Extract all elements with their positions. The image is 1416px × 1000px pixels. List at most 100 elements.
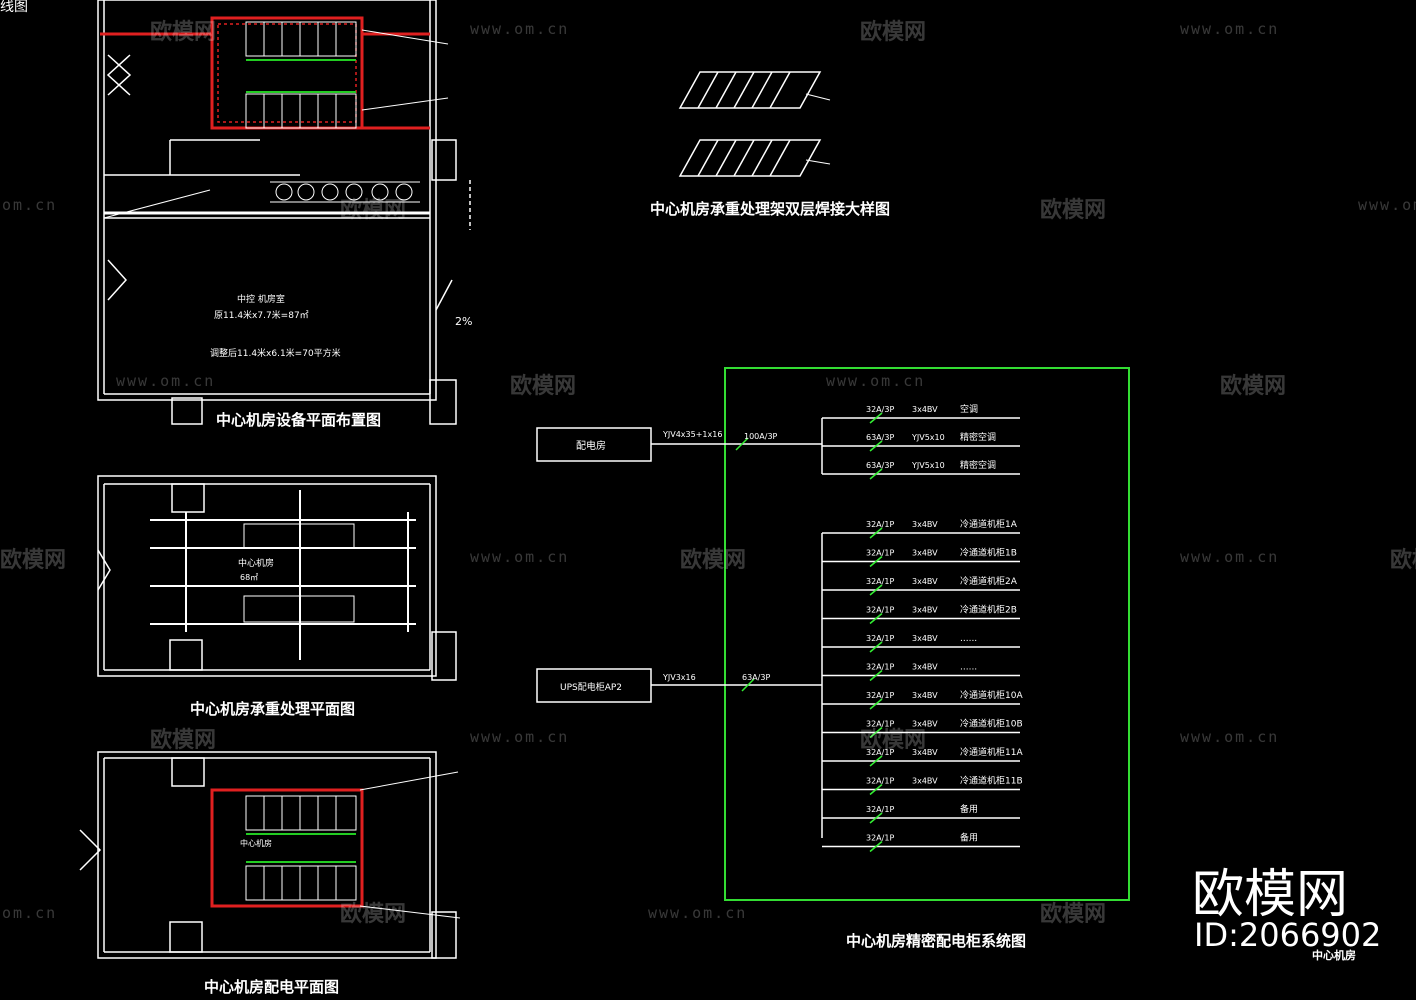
- branch-breaker-label: 32A/1P: [866, 520, 894, 529]
- room-small-label-plan3: 中心机房: [240, 838, 272, 848]
- branch-load-label: 空调: [960, 403, 978, 415]
- watermark-brand-text: 欧模网: [860, 728, 927, 753]
- branch-load-label: 精密空调: [960, 459, 996, 471]
- watermark-brand-text: 欧模网: [1040, 902, 1107, 927]
- branch-breaker-mark: [869, 612, 883, 625]
- branch-cable-label: 3x4BV: [912, 663, 938, 672]
- watermark-brand-text: 欧模网: [1220, 374, 1287, 399]
- source2-breaker: 63A/3P: [742, 673, 770, 682]
- branch-circuit-lines: [822, 412, 1020, 853]
- branch-load-label: 备用: [960, 803, 978, 815]
- branch-breaker-mark: [869, 440, 883, 452]
- branch-cable-label: 3x4BV: [912, 720, 938, 729]
- branch-load-label: 冷通道机柜2B: [960, 604, 1017, 616]
- branch-load-label: 冷通道机柜2A: [960, 575, 1018, 587]
- watermark-brand-text: 欧模网: [150, 20, 217, 45]
- title-precision-cabinet-system: 中心机房精密配电柜系统图: [846, 932, 1027, 950]
- watermark-url-short-text: om.cn: [2, 196, 58, 214]
- room-area-original: 原11.4米x7.7米=87㎡: [214, 309, 309, 321]
- watermark-url-text: www.om.cn: [1180, 728, 1280, 746]
- branch-breaker-label: 32A/1P: [866, 577, 894, 586]
- branch-breaker-label: 32A/3P: [866, 405, 894, 414]
- branch-cable-label: 3x4BV: [912, 520, 938, 529]
- branch-load-label: 冷通道机柜10A: [960, 689, 1023, 701]
- branch-breaker-label: 32A/1P: [866, 606, 894, 615]
- branch-cable-label: 3x4BV: [912, 549, 938, 558]
- room-area-plan2: 68㎡: [240, 573, 258, 582]
- source1-breaker: 100A/3P: [744, 432, 778, 441]
- branch-breaker-mark: [869, 726, 883, 739]
- source2-label: UPS配电柜AP2: [560, 681, 622, 693]
- watermark-url-text: www.om.cn: [1180, 548, 1280, 566]
- branch-cable-label: 3x4BV: [912, 634, 938, 643]
- watermark-brand-text: 欧模网: [150, 728, 217, 753]
- title-power-plan: 中心机房配电平面图: [204, 978, 340, 996]
- watermark-url-text: www.om.cn: [470, 728, 570, 746]
- branch-cable-label: YJV5x10: [911, 461, 945, 470]
- branch-load-label: 精密空调: [960, 431, 996, 443]
- branch-breaker-label: 32A/1P: [866, 720, 894, 729]
- branch-load-label: ......: [960, 663, 977, 673]
- branch-breaker-mark: [869, 584, 883, 596]
- brand-id-text: ID:2066902: [1194, 916, 1382, 954]
- watermark-url-short-text: om.cn: [2, 904, 58, 922]
- branch-breaker-label: 32A/1P: [866, 691, 894, 700]
- branch-breaker-label: 32A/1P: [866, 777, 894, 786]
- watermark-brand-text: 欧模网: [680, 548, 747, 573]
- branch-load-label: 备用: [960, 832, 978, 844]
- branch-breaker-label: 32A/1P: [866, 663, 894, 672]
- branch-breaker-mark: [869, 412, 883, 424]
- branch-load-label: 冷通道机柜11B: [960, 775, 1023, 787]
- watermark-brand-text: 欧模网: [860, 20, 927, 45]
- precision-cabinet-panel-outline: [724, 367, 1130, 901]
- watermark-brand-text: 欧模网: [1040, 198, 1107, 223]
- branch-cable-label: 3x4BV: [912, 777, 938, 786]
- feeder-lines: [651, 418, 823, 838]
- cable-tray-plan3: [210, 788, 364, 908]
- branch-breaker-mark: [869, 812, 883, 824]
- branch-breaker-mark: [869, 669, 883, 682]
- branch-breaker-mark: [869, 840, 883, 853]
- branch-breaker-mark: [869, 555, 883, 568]
- source2-cable: YJV3x16: [662, 673, 696, 682]
- watermark-url-text: www.om.cn: [470, 548, 570, 566]
- branch-circuit-labels: 32A/3P 3x4BV 空调 63A/3P YJV5x10 精密空调 63A/3P YJV5…: [866, 403, 1023, 844]
- load-bearing-plan: [97, 475, 457, 681]
- watermark-url-text: www.om.cn: [470, 20, 570, 38]
- branch-breaker-label: 63A/3P: [866, 433, 894, 442]
- branch-cable-label: YJV5x10: [911, 433, 945, 442]
- watermark-brand-text: 欧模网: [340, 902, 407, 927]
- welding-detail-drawing: [678, 71, 831, 177]
- watermark-url-text: www.om.cn: [648, 904, 748, 922]
- branch-breaker-label: 32A/1P: [866, 549, 894, 558]
- watermark-brand-text: 欧模网: [0, 548, 67, 573]
- stamp-label: 中心机房: [1312, 949, 1356, 962]
- watermark-url-text: www.om.cn: [116, 372, 216, 390]
- watermark-brand-text: 欧模网: [340, 198, 407, 223]
- branch-breaker-mark: [869, 698, 883, 710]
- branch-breaker-mark: [869, 783, 883, 796]
- watermark-url-text: www.om.cn: [826, 372, 926, 390]
- branch-breaker-label: 32A/1P: [866, 748, 894, 757]
- branch-load-label: 冷通道机柜10B: [960, 718, 1023, 730]
- branch-load-label: 冷通道机柜1B: [960, 547, 1017, 559]
- branch-load-label: 冷通道机柜1A: [960, 518, 1018, 530]
- room-name-label: 中控 机房室: [237, 293, 285, 305]
- branch-breaker-label: 63A/3P: [866, 461, 894, 470]
- cabinet-rows-plan1: [245, 21, 420, 203]
- source1-cable: YJV4x35+1x16: [662, 430, 722, 439]
- title-load-bearing-plan: 中心机房承重处理平面图: [190, 700, 356, 718]
- branch-load-label: 冷通道机柜11A: [960, 746, 1023, 758]
- branch-load-label: ......: [960, 634, 977, 644]
- source1-label: 配电房: [576, 439, 606, 452]
- branch-cable-label: 3x4BV: [912, 748, 938, 757]
- leader-lines-plan1: [103, 29, 449, 219]
- branch-breaker-mark: [869, 641, 883, 653]
- level-mark: 2%: [455, 315, 472, 328]
- power-plan: [79, 751, 457, 959]
- watermark-url-text: www.om.cn: [1180, 20, 1280, 38]
- branch-breaker-label: 32A/1P: [866, 634, 894, 643]
- room-area-adjusted: 调整后11.4米x6.1米=70平方米: [210, 347, 341, 359]
- watermark-brand-text: 欧模网: [1390, 548, 1416, 573]
- branch-breaker-label: 32A/1P: [866, 834, 894, 843]
